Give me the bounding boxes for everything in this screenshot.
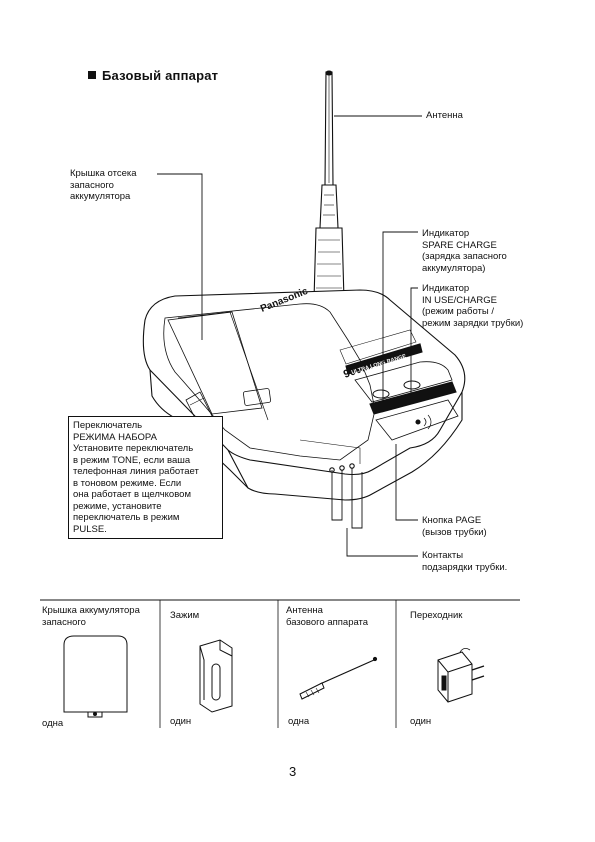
- accessory-qty-adaptor: один: [410, 716, 432, 727]
- ac-adaptor-icon: [437, 648, 485, 703]
- label-spare-cover: Крышка отсека запасного аккумулятора: [70, 168, 137, 202]
- label-in-use-charge: Индикатор IN USE/CHARGE (режим работы / …: [422, 283, 524, 329]
- bullet-square-icon: [88, 71, 96, 79]
- belt-clip-icon: [199, 639, 233, 713]
- leader-lines: [157, 115, 422, 557]
- dial-mode-callout: Переключатель РЕЖИМА НАБОРА Установите п…: [68, 416, 223, 539]
- page-number: 3: [289, 764, 297, 779]
- accessory-qty-antenna: одна: [288, 716, 310, 727]
- antenna-accessory-icon: [299, 656, 378, 700]
- label-page-button: Кнопка PAGE (вызов трубки): [422, 515, 487, 538]
- dial-mode-title: Переключатель РЕЖИМА НАБОРА: [73, 420, 157, 443]
- antenna-illustration: [313, 70, 345, 301]
- label-antenna: Антенна: [426, 110, 463, 121]
- accessory-name-battery-cover: Крышка аккумулятора запасного: [42, 605, 140, 628]
- base-body: [142, 289, 466, 501]
- label-spare-charge: Индикатор SPARE CHARGE (зарядка запасног…: [422, 228, 507, 274]
- accessory-name-adaptor: Переходник: [410, 610, 463, 621]
- accessory-name-belt-clip: Зажим: [170, 610, 200, 621]
- accessory-qty-belt-clip: один: [170, 716, 192, 727]
- battery-cover-icon: [63, 635, 128, 718]
- accessory-name-antenna: Антенна базового аппарата: [286, 605, 369, 628]
- label-charge-contacts: Контакты подзарядки трубки.: [422, 550, 508, 573]
- dial-mode-text: Установите переключатель в режим TONE, е…: [73, 443, 199, 535]
- accessory-qty-battery-cover: одна: [42, 718, 64, 729]
- section-title: Базовый аппарат: [88, 68, 218, 83]
